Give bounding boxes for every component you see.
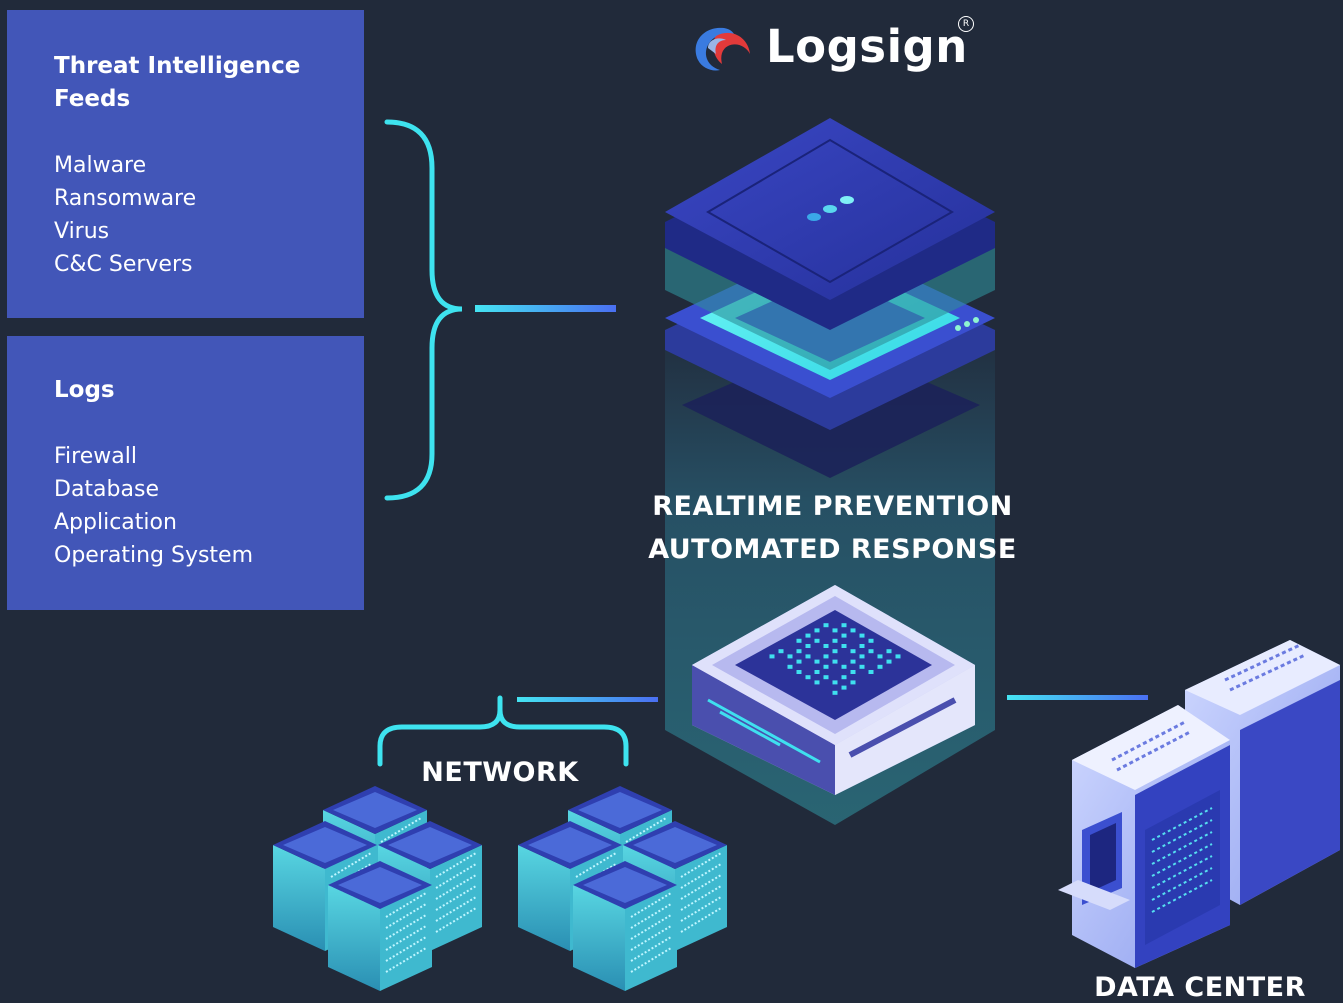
core-label-line1: REALTIME PREVENTION xyxy=(652,491,1013,522)
input-bracket xyxy=(384,119,463,501)
brand-name: Logsign xyxy=(766,20,968,73)
logs-list: Firewall Database Application Operating … xyxy=(54,440,253,572)
network-brace xyxy=(377,695,629,767)
panel-title: Threat Intelligence Feeds xyxy=(54,53,301,112)
device-led-grid xyxy=(769,623,901,695)
list-item: Operating System xyxy=(54,543,254,568)
threat-intelligence-panel: Threat Intelligence Feeds Malware Ransom… xyxy=(7,10,364,318)
response-device-icon xyxy=(692,585,975,795)
list-item: Database xyxy=(54,477,159,502)
list-item: Malware xyxy=(54,153,147,178)
logs-panel: Logs Firewall Database Application Opera… xyxy=(7,336,364,610)
datacenter-connector-line xyxy=(1007,695,1148,700)
network-connector-line xyxy=(517,697,658,702)
list-item: Ransomware xyxy=(54,186,197,211)
network-label: NETWORK xyxy=(421,757,579,788)
network-racks-icon xyxy=(273,786,727,991)
logsign-logo: Logsign R xyxy=(686,16,986,78)
list-item: Firewall xyxy=(54,444,137,469)
threat-list: Malware Ransomware Virus C&C Servers xyxy=(54,149,196,281)
core-appliance-icon xyxy=(665,118,995,478)
logsign-mark-icon xyxy=(695,27,750,71)
core-label-line2: AUTOMATED RESPONSE xyxy=(648,534,1017,565)
input-connector-line xyxy=(475,305,616,312)
registered-mark: R xyxy=(958,16,974,32)
list-item: Virus xyxy=(54,219,110,244)
data-center-icon xyxy=(1058,640,1340,968)
list-item: Application xyxy=(54,510,177,535)
core-label: REALTIME PREVENTION AUTOMATED RESPONSE xyxy=(640,485,1025,571)
panel-title: Logs xyxy=(54,377,115,403)
list-item: C&C Servers xyxy=(54,252,193,277)
data-center-label: DATA CENTER xyxy=(1094,972,1306,1003)
